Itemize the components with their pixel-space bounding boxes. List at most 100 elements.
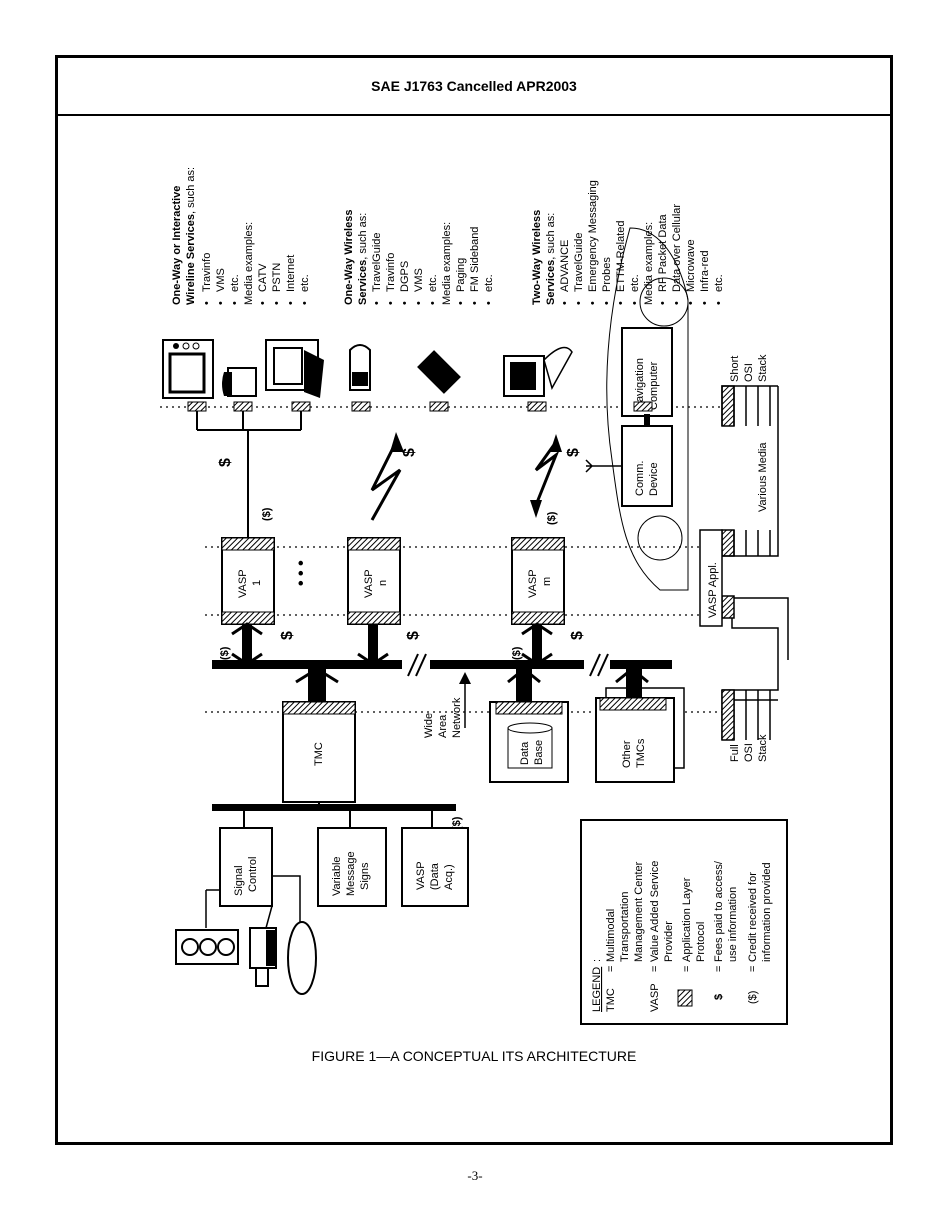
vasp-data-label-3: Acq.): [443, 864, 455, 890]
one-way-heading-1: One-Way Wireless: [343, 210, 355, 305]
two-way-media: Microwave: [685, 239, 697, 292]
comm-device-label-1: Comm.: [634, 461, 646, 496]
one-way-wireless-services-text: One-Way Wireless Services, such as: • Tr…: [343, 210, 495, 305]
vasp-n-label-2: n: [377, 580, 389, 586]
osi-stacks: [721, 385, 789, 741]
tv-icon: [162, 339, 214, 412]
wireline-media: PSTN: [271, 263, 283, 292]
legend-symbol-fee: $: [713, 994, 725, 1000]
svg-text:•: •: [229, 301, 241, 305]
svg-text:Wireline Services, such as:: Wireline Services, such as:: [185, 167, 197, 305]
two-way-media-label: Media examples:: [643, 222, 655, 305]
svg-text:•: •: [427, 301, 439, 305]
vasp-network-connectors: [231, 622, 553, 666]
svg-text:•: •: [413, 301, 425, 305]
vasp-1-label-1: VASP: [237, 569, 249, 598]
svg-text:•: •: [371, 301, 383, 305]
wireline-heading-1: One-Way or Interactive: [171, 186, 183, 305]
page-header: SAE J1763 Cancelled APR2003: [58, 58, 890, 116]
pager-icon: [417, 350, 461, 412]
vasp-data-acq-box: VASP (Data Acq.): [401, 827, 469, 907]
credit-marker-vasp1-bottom: ($): [219, 646, 231, 660]
wireline-item: VMS: [215, 268, 227, 292]
two-way-media: Data over Cellular: [671, 204, 683, 292]
svg-text:•: •: [587, 301, 599, 305]
wrist-device-icon: [349, 344, 371, 412]
one-way-media-label: Media examples:: [441, 222, 453, 305]
two-way-item: ADVANCE: [559, 240, 571, 292]
vasp-data-label-2: (Data: [429, 862, 441, 890]
svg-text:•: •: [299, 301, 311, 305]
one-way-heading-suffix: , such as:: [357, 213, 369, 260]
various-media-label: Various Media: [757, 442, 769, 512]
navigation-computer-label-2: Computer: [648, 361, 660, 410]
svg-text:•: •: [399, 301, 411, 305]
svg-text:•: •: [615, 301, 627, 305]
full-osi-label-1: Full: [729, 744, 741, 762]
one-way-item: VMS: [413, 268, 425, 292]
legend-text: Protocol: [695, 922, 707, 962]
wan-label-2: Area: [437, 714, 449, 738]
tmc-label: TMC: [313, 742, 325, 766]
vms-label-2: Message: [345, 851, 357, 896]
svg-text:•: •: [671, 301, 683, 305]
wireline-item: Travinfo: [201, 253, 213, 292]
legend-text: Application Layer: [681, 877, 693, 962]
svg-text:•: •: [215, 301, 227, 305]
one-way-media: etc.: [483, 274, 495, 292]
wireline-media: CATV: [257, 263, 269, 292]
telephone-icon: [222, 367, 257, 412]
page-number: -3-: [467, 1168, 483, 1183]
wan-label-1: Wide: [423, 713, 435, 738]
svg-text:•: •: [699, 301, 711, 305]
vasp-appl-box: VASP Appl.: [699, 529, 723, 627]
loop-detector-icon: [287, 921, 317, 995]
one-way-item: etc.: [427, 274, 439, 292]
svg-text:•: •: [285, 301, 297, 305]
svg-text:Services, such as:: Services, such as:: [357, 213, 369, 305]
legend-eq: =: [681, 966, 693, 972]
wide-area-network-bus: [212, 653, 672, 728]
wireline-heading-2: Wireline Services: [185, 214, 197, 305]
database-label-2: Base: [533, 740, 545, 765]
fee-marker-wireline: $: [217, 458, 234, 467]
two-way-wireless-services-text: Two-Way Wireless Services, such as: • AD…: [531, 180, 725, 305]
wireline-links: [196, 411, 302, 540]
vasp-m-label-1: VASP: [527, 569, 539, 598]
two-way-item: TravelGuide: [573, 232, 585, 292]
vasp-appl-label: VASP Appl.: [707, 562, 719, 618]
fee-marker-vaspn: $: [405, 631, 422, 640]
legend-eq: =: [713, 966, 725, 972]
handheld-device-icon: [503, 346, 573, 412]
field-device-bus: [212, 802, 456, 828]
svg-text:Services, such as:: Services, such as:: [545, 213, 557, 305]
computer-icon: [265, 339, 324, 412]
svg-text:•: •: [257, 301, 269, 305]
legend-text: Management Center: [633, 861, 645, 962]
short-osi-label-2: OSI: [743, 363, 755, 382]
legend-symbol-credit: ($): [747, 991, 759, 1004]
svg-text:•: •: [559, 301, 571, 305]
svg-text:•: •: [573, 301, 585, 305]
two-way-item: Emergency Messaging: [587, 180, 599, 292]
legend-title: LEGEND: [591, 967, 603, 1012]
two-way-item: Probes: [601, 257, 613, 292]
vasp-1-box: VASP 1: [221, 537, 275, 625]
legend-text: Multimodal: [605, 909, 617, 962]
other-tmcs-label-2: TMCs: [635, 738, 647, 768]
legend-symbol-vasp: VASP: [649, 983, 661, 1012]
full-osi-label-2: OSI: [743, 743, 755, 762]
wan-label-3: Network: [451, 697, 463, 738]
legend-text: Fees paid to access/: [713, 860, 725, 962]
svg-text:•: •: [713, 301, 725, 305]
legend-text: Transportation: [619, 891, 631, 962]
legend-text: Provider: [663, 921, 675, 962]
credit-marker-vaspm-bottom: ($): [511, 646, 523, 660]
other-tmcs-box: Other TMCs: [595, 667, 685, 783]
two-way-media: Infra-red: [699, 250, 711, 292]
two-way-wireless-bolt: [530, 434, 562, 518]
vasp-1-label-2: 1: [251, 580, 263, 586]
wireline-media: etc.: [299, 274, 311, 292]
legend-text: Value Added Service: [649, 861, 661, 962]
